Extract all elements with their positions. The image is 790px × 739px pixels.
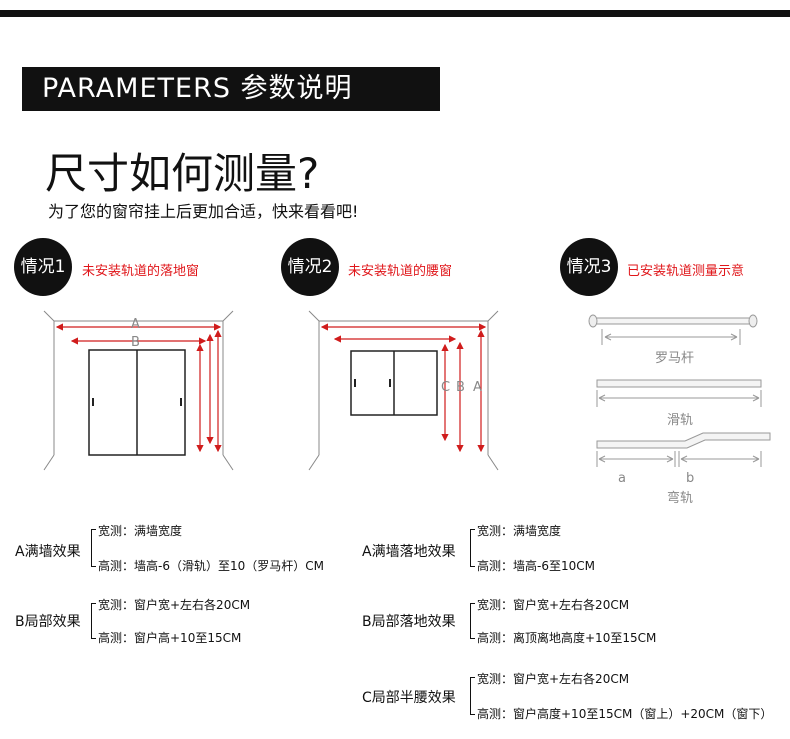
case1-badge: 情况1: [14, 238, 72, 296]
left-a-bracket: [91, 529, 96, 567]
diagram2-label-c: C: [441, 380, 450, 395]
right-c-title: C局部半腰效果: [362, 690, 456, 706]
right-a-width: 宽测：满墙宽度: [477, 524, 562, 538]
right-c-width: 宽测：窗户宽+左右各20CM: [477, 672, 630, 686]
bent-rail-label-a: a: [618, 471, 626, 486]
right-b-width: 宽测：窗户宽+左右各20CM: [477, 598, 630, 612]
right-a-bracket: [470, 529, 475, 567]
right-b-bracket: [470, 603, 475, 639]
roman-rod-label: 罗马杆: [655, 351, 694, 366]
right-c-bracket: [470, 677, 475, 715]
case1-desc: 未安装轨道的落地窗: [82, 264, 200, 279]
page-subheading: 为了您的窗帘挂上后更加合适，快来看看吧!: [48, 202, 359, 221]
right-b-title: B局部落地效果: [362, 614, 456, 630]
case2-badge: 情况2: [281, 238, 339, 296]
right-c-height: 高测：窗户高度+10至15CM（窗上）+20CM（窗下）: [477, 707, 773, 721]
left-b-bracket: [91, 603, 96, 639]
diagram-waist-window: C B A: [308, 310, 499, 471]
left-b-height: 高测：窗户高+10至15CM: [98, 631, 242, 645]
right-a-title: A满墙落地效果: [362, 544, 456, 560]
left-b-width: 宽测：窗户宽+左右各20CM: [98, 598, 251, 612]
diagram2-label-a: A: [473, 380, 482, 395]
diagram-rails: 罗马杆 滑轨 a b 弯轨: [588, 314, 771, 505]
right-a-height: 高测：墙高-6至10CM: [477, 559, 595, 573]
slide-rail-label: 滑轨: [667, 413, 693, 428]
diagram1-label-b: B: [131, 335, 140, 350]
diagram2-label-b: B: [456, 380, 465, 395]
left-a-height: 高测：墙高-6（滑轨）至10（罗马杆）CM: [98, 559, 324, 573]
top-bar: [0, 10, 790, 17]
right-b-height: 高测：离顶离地高度+10至15CM: [477, 631, 657, 645]
bent-rail-label: 弯轨: [667, 490, 693, 505]
case3-badge: 情况3: [560, 238, 618, 296]
diagram1-label-a: A: [131, 317, 140, 332]
case2-desc: 未安装轨道的腰窗: [348, 264, 453, 279]
section-title: PARAMETERS 参数说明: [22, 67, 440, 111]
case3-desc: 已安装轨道测量示意: [627, 264, 745, 279]
left-b-title: B局部效果: [15, 614, 81, 630]
left-a-width: 宽测：满墙宽度: [98, 524, 183, 538]
left-a-title: A满墙效果: [15, 544, 81, 560]
bent-rail-label-b: b: [686, 471, 694, 486]
page-heading: 尺寸如何测量?: [45, 149, 320, 198]
diagram-floor-window: A B: [43, 310, 234, 471]
